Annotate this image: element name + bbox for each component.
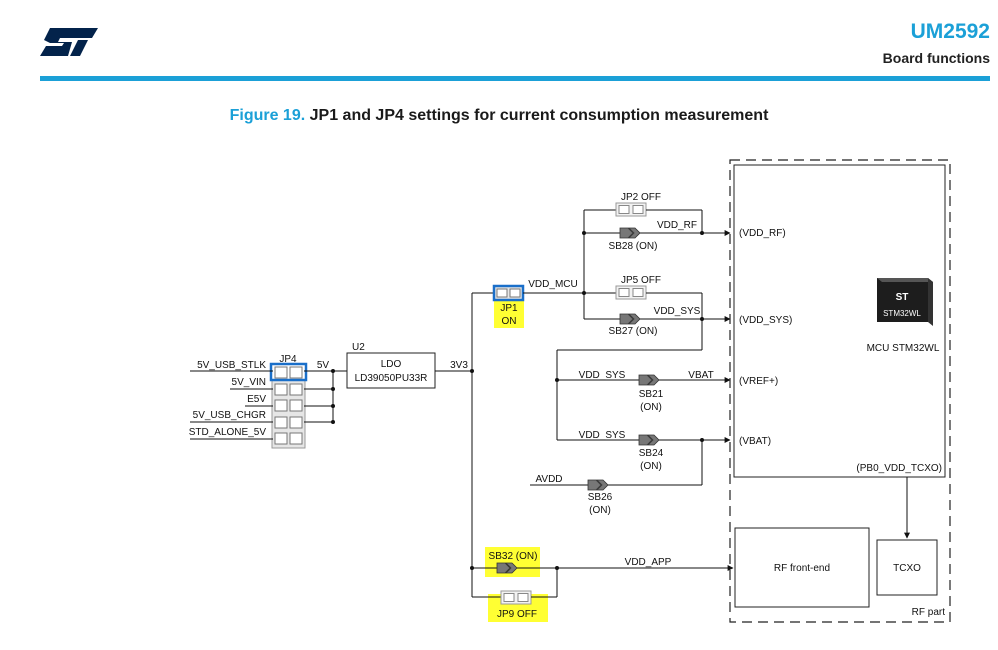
mcu-name: MCU STM32WL [867, 343, 940, 354]
sb26-name: SB26 [588, 492, 613, 503]
pin-vdd-sys: (VDD_SYS) [739, 315, 792, 326]
sb26-bridge [587, 479, 609, 491]
jp4-pins [274, 366, 303, 445]
page-header: UM2592 Board functions [0, 0, 998, 85]
sb26-net-in: AVDD [535, 474, 562, 485]
net-vdd-app: VDD_APP [625, 557, 672, 568]
jp4-input-std-alone-5v: STD_ALONE_5V [189, 427, 267, 438]
jp1-label: JP1 [500, 303, 518, 314]
svg-text:ST: ST [896, 292, 909, 303]
rf-part-boundary [729, 159, 951, 623]
sb21-net-out: VBAT [688, 370, 713, 381]
jp4-input-5v-usb-stlk: 5V_USB_STLK [197, 360, 266, 371]
net-vdd-mcu: VDD_MCU [528, 279, 577, 290]
sb32-bridge [496, 562, 518, 574]
ldo-ref: U2 [352, 342, 365, 353]
jp1-highlight [494, 300, 524, 328]
sb21-net-in: VDD_SYS [579, 370, 626, 381]
sb24-name: SB24 [639, 448, 664, 459]
section-title: Board functions [882, 50, 990, 66]
jp9-label: JP9 OFF [497, 609, 537, 620]
jp9-jumper [500, 590, 532, 605]
rf-frontend-label: RF front-end [774, 563, 830, 574]
sb24-bridge [638, 434, 660, 446]
sb21-bridge [638, 374, 660, 386]
mcu-chip-label: STM32WL [883, 309, 921, 318]
jp4-output-wires [304, 370, 347, 423]
rf-frontend-box [734, 527, 870, 608]
figure-number: Figure 19. [229, 107, 306, 124]
sb21-state: (ON) [640, 402, 662, 413]
ldo-part: LD39050PU33R [355, 373, 428, 384]
jp5-label: JP5 OFF [621, 275, 661, 286]
jp2-label: JP2 OFF [621, 192, 661, 203]
pin-vbat: (VBAT) [739, 436, 771, 447]
sb32-label: SB32 (ON) [489, 551, 538, 562]
sb26-state: (ON) [589, 505, 611, 516]
jp1-state: ON [502, 316, 517, 327]
pin-vref: (VREF+) [739, 376, 778, 387]
ldo-name: LDO [381, 359, 402, 370]
jp4-input-e5v: E5V [247, 394, 266, 405]
sb21-name: SB21 [639, 389, 664, 400]
st-logo-icon [40, 28, 98, 56]
sb28-label: SB28 (ON) [609, 241, 658, 252]
sb28-bridge [619, 227, 641, 239]
sb27-label: SB27 (ON) [609, 326, 658, 337]
document-code: UM2592 [910, 20, 990, 43]
jp5-jumper [615, 285, 647, 300]
net-5v: 5V [317, 360, 330, 371]
jp4-input-5v-usb-chgr: 5V_USB_CHGR [193, 410, 266, 421]
stm32wl-chip-icon: ST STM32WL [877, 278, 933, 326]
net-3v3: 3V3 [450, 360, 468, 371]
sb24-net-in: VDD_SYS [579, 430, 626, 441]
sb24-state: (ON) [640, 461, 662, 472]
header-rule [40, 76, 990, 81]
figure-title: JP1 and JP4 settings for current consump… [309, 107, 769, 124]
jp2-jumper [615, 202, 647, 217]
rf-part-label: RF part [912, 607, 946, 618]
tcxo-label: TCXO [893, 563, 921, 574]
net-vdd-rf: VDD_RF [657, 220, 697, 231]
jp4-label: JP4 [279, 354, 297, 365]
sb27-bridge [619, 313, 641, 325]
pin-vdd-rf: (VDD_RF) [739, 228, 786, 239]
tcxo-box [876, 539, 938, 596]
net-vdd-sys: VDD_SYS [654, 306, 701, 317]
figure-caption: Figure 19. JP1 and JP4 settings for curr… [0, 107, 998, 125]
jp4-input-5v-vin: 5V_VIN [232, 377, 266, 388]
pin-pb0-vdd-tcxo: (PB0_VDD_TCXO) [856, 463, 942, 474]
